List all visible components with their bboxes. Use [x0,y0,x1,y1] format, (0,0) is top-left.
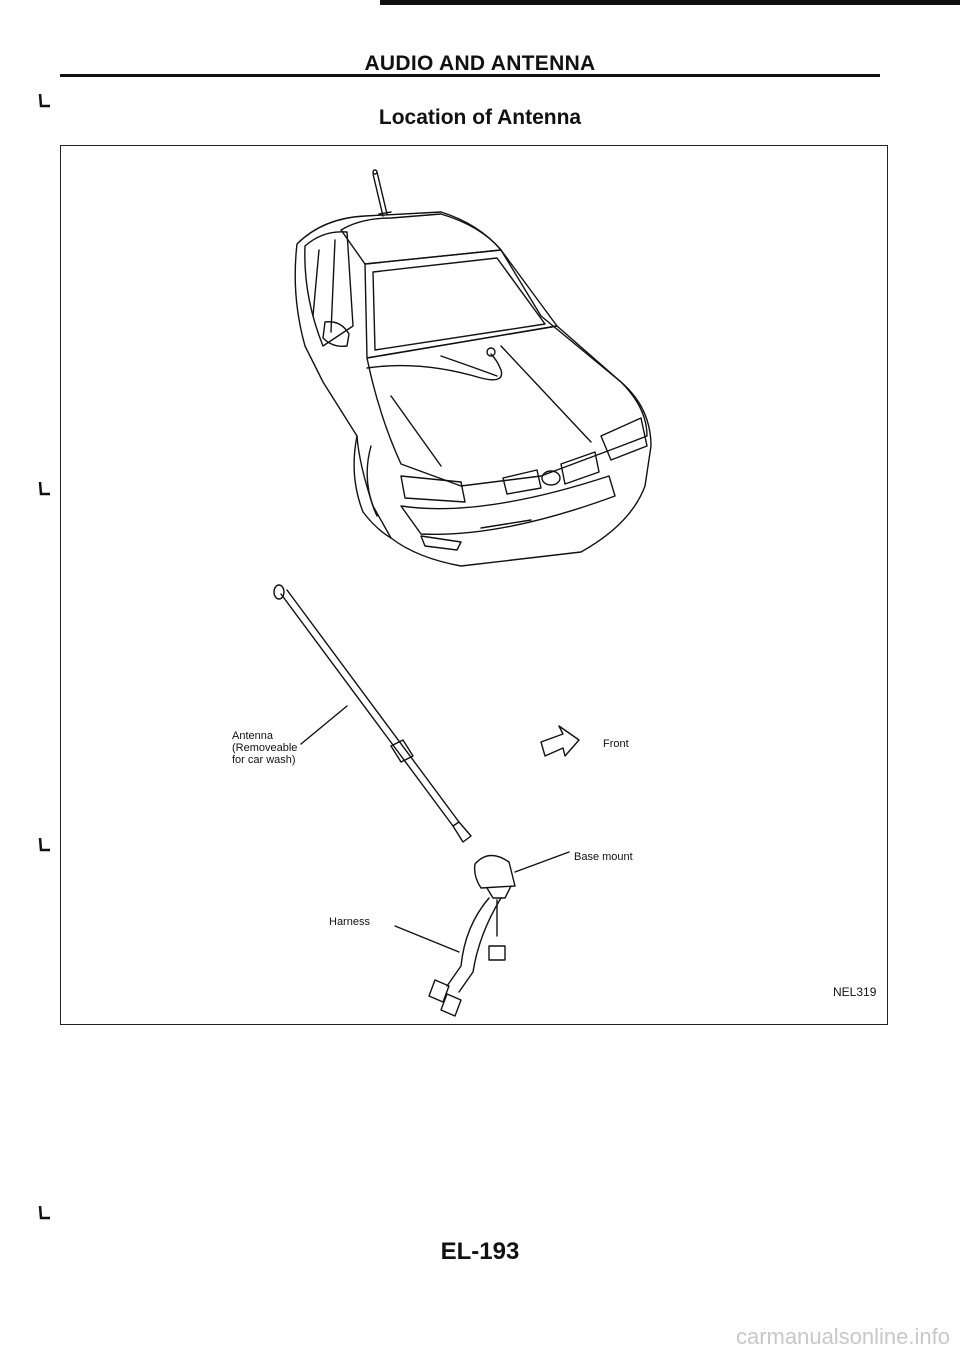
front-label: Front [603,738,629,750]
watermark: carmanualsonline.info [735,1324,950,1349]
antenna-rod [280,593,454,827]
section-title: Location of Antenna [378,106,582,129]
binder-mark [38,480,52,498]
antenna-illustration [273,169,652,1017]
car-body [294,211,652,567]
top-edge-rule [380,0,960,5]
harness-cable [446,897,490,987]
harness-label: Harness [329,916,370,928]
binder-mark [38,92,52,110]
roof-antenna-mast [372,173,384,217]
headlight-left [400,475,466,503]
figure-code: NEL319 [833,985,877,999]
base-mount [473,854,516,889]
binder-mark [38,1204,52,1222]
headlight-right [600,417,648,461]
binder-mark [38,836,52,854]
front-wheel [353,435,392,539]
base-mount-label: Base mount [574,851,633,863]
car-roof [340,213,502,265]
antenna-cable [366,353,503,381]
side-mirror [322,321,350,348]
page-number: EL-193 [440,1238,520,1265]
grille [502,469,542,495]
antenna-location-figure: Antenna (Removeable for car wash) Front … [60,145,888,1025]
page-header: AUDIO AND ANTENNA [364,52,596,75]
hood [366,325,648,487]
front-bumper [400,475,616,536]
front-arrow-icon [540,725,580,757]
side-window [304,231,354,347]
header-rule [60,74,880,77]
antenna-label: Antenna (Removeable for car wash) [232,730,298,766]
